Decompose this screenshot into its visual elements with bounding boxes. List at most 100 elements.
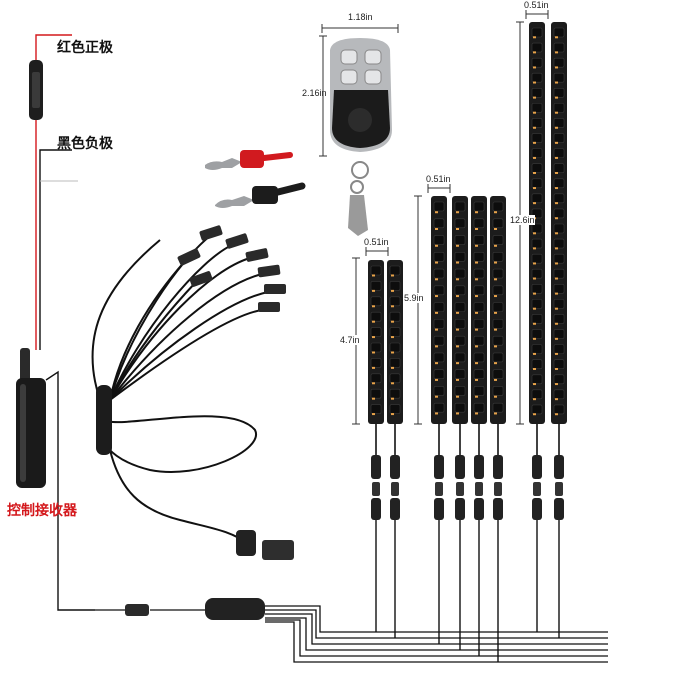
led-dot — [494, 328, 497, 331]
led-chip — [473, 201, 485, 212]
led-dot — [533, 398, 536, 401]
led-dot — [435, 278, 438, 281]
led-dot — [533, 262, 536, 265]
led-dot — [475, 311, 478, 314]
led-dot — [533, 187, 536, 190]
led-chip — [370, 311, 382, 322]
ring-terminals — [205, 150, 306, 208]
led-dot — [533, 51, 536, 54]
splitter-harness — [91, 235, 269, 546]
led-dot — [456, 378, 459, 381]
led-dot — [475, 412, 478, 415]
led-chip — [492, 268, 504, 279]
led-chip — [492, 402, 504, 413]
led-chip — [473, 369, 485, 379]
led-dot — [555, 232, 558, 235]
led-chip — [433, 335, 445, 346]
led-dot — [435, 362, 438, 365]
led-dot — [372, 336, 375, 339]
led-strip — [471, 196, 487, 424]
led-dot — [494, 244, 497, 247]
led-chip — [531, 329, 543, 339]
controller-receiver — [16, 348, 95, 611]
splitter-connectors — [96, 225, 294, 560]
led-dot — [391, 351, 394, 354]
led-strip — [551, 22, 567, 424]
led-dot — [494, 311, 497, 314]
led-chip — [433, 201, 445, 212]
led-dot — [533, 81, 536, 84]
led-dot — [555, 141, 558, 144]
led-chip — [473, 235, 485, 245]
led-chip — [492, 335, 504, 346]
led-dot — [456, 395, 459, 398]
led-dot — [456, 227, 459, 230]
led-dot — [475, 395, 478, 398]
led-chip — [531, 344, 543, 354]
led-chip — [553, 299, 565, 309]
led-chip — [454, 319, 466, 329]
led-chip — [454, 252, 466, 262]
led-dot — [555, 171, 558, 174]
led-dot — [435, 311, 438, 314]
led-chip — [389, 296, 401, 307]
led-chip — [553, 193, 565, 204]
led-dot — [494, 295, 497, 298]
led-dot — [435, 211, 438, 214]
led-chip — [553, 133, 565, 143]
led-chip — [454, 235, 466, 245]
led-chip — [454, 402, 466, 413]
led-chip — [492, 285, 504, 296]
led-chip — [553, 268, 565, 279]
led-chip — [433, 386, 445, 396]
remote-width-label: 1.18in — [348, 12, 373, 22]
strip-lead — [554, 424, 564, 638]
led-dot — [555, 262, 558, 265]
led-chip — [433, 252, 445, 262]
led-dot — [494, 211, 497, 214]
led-chip — [454, 201, 466, 212]
led-dot — [475, 227, 478, 230]
led-chip — [492, 218, 504, 229]
led-dot — [533, 111, 536, 114]
led-chip — [553, 404, 565, 415]
led-chip — [531, 193, 543, 204]
led-chip — [433, 285, 445, 296]
led-chip — [553, 57, 565, 68]
led-chip — [492, 252, 504, 262]
led-chip — [553, 238, 565, 249]
led-chip — [454, 218, 466, 229]
led-chip — [492, 235, 504, 245]
led-strips — [368, 22, 567, 424]
led-dot — [555, 187, 558, 190]
led-dot — [456, 278, 459, 281]
led-dot — [555, 337, 558, 340]
led-chip — [531, 27, 543, 38]
led-chip — [553, 374, 565, 385]
led-dot — [391, 305, 394, 308]
led-chip — [531, 163, 543, 173]
led-chip — [553, 148, 565, 158]
led-chip — [553, 88, 565, 98]
led-dot — [555, 51, 558, 54]
led-dot — [391, 397, 394, 400]
output-bus — [95, 598, 608, 663]
led-chip — [389, 265, 401, 276]
led-dot — [494, 395, 497, 398]
led-chip — [473, 252, 485, 262]
led-chip — [531, 223, 543, 234]
led-dot — [456, 261, 459, 264]
led-chip — [553, 208, 565, 219]
strip-lead — [532, 424, 542, 632]
led-chip — [553, 344, 565, 354]
led-dot — [494, 278, 497, 281]
strip-lead — [493, 424, 503, 662]
led-chip — [553, 359, 565, 369]
led-dot — [555, 277, 558, 280]
led-dot — [533, 247, 536, 250]
led-dot — [533, 171, 536, 174]
strip-lead — [474, 424, 484, 656]
led-dot — [475, 362, 478, 365]
led-chip — [553, 72, 565, 83]
